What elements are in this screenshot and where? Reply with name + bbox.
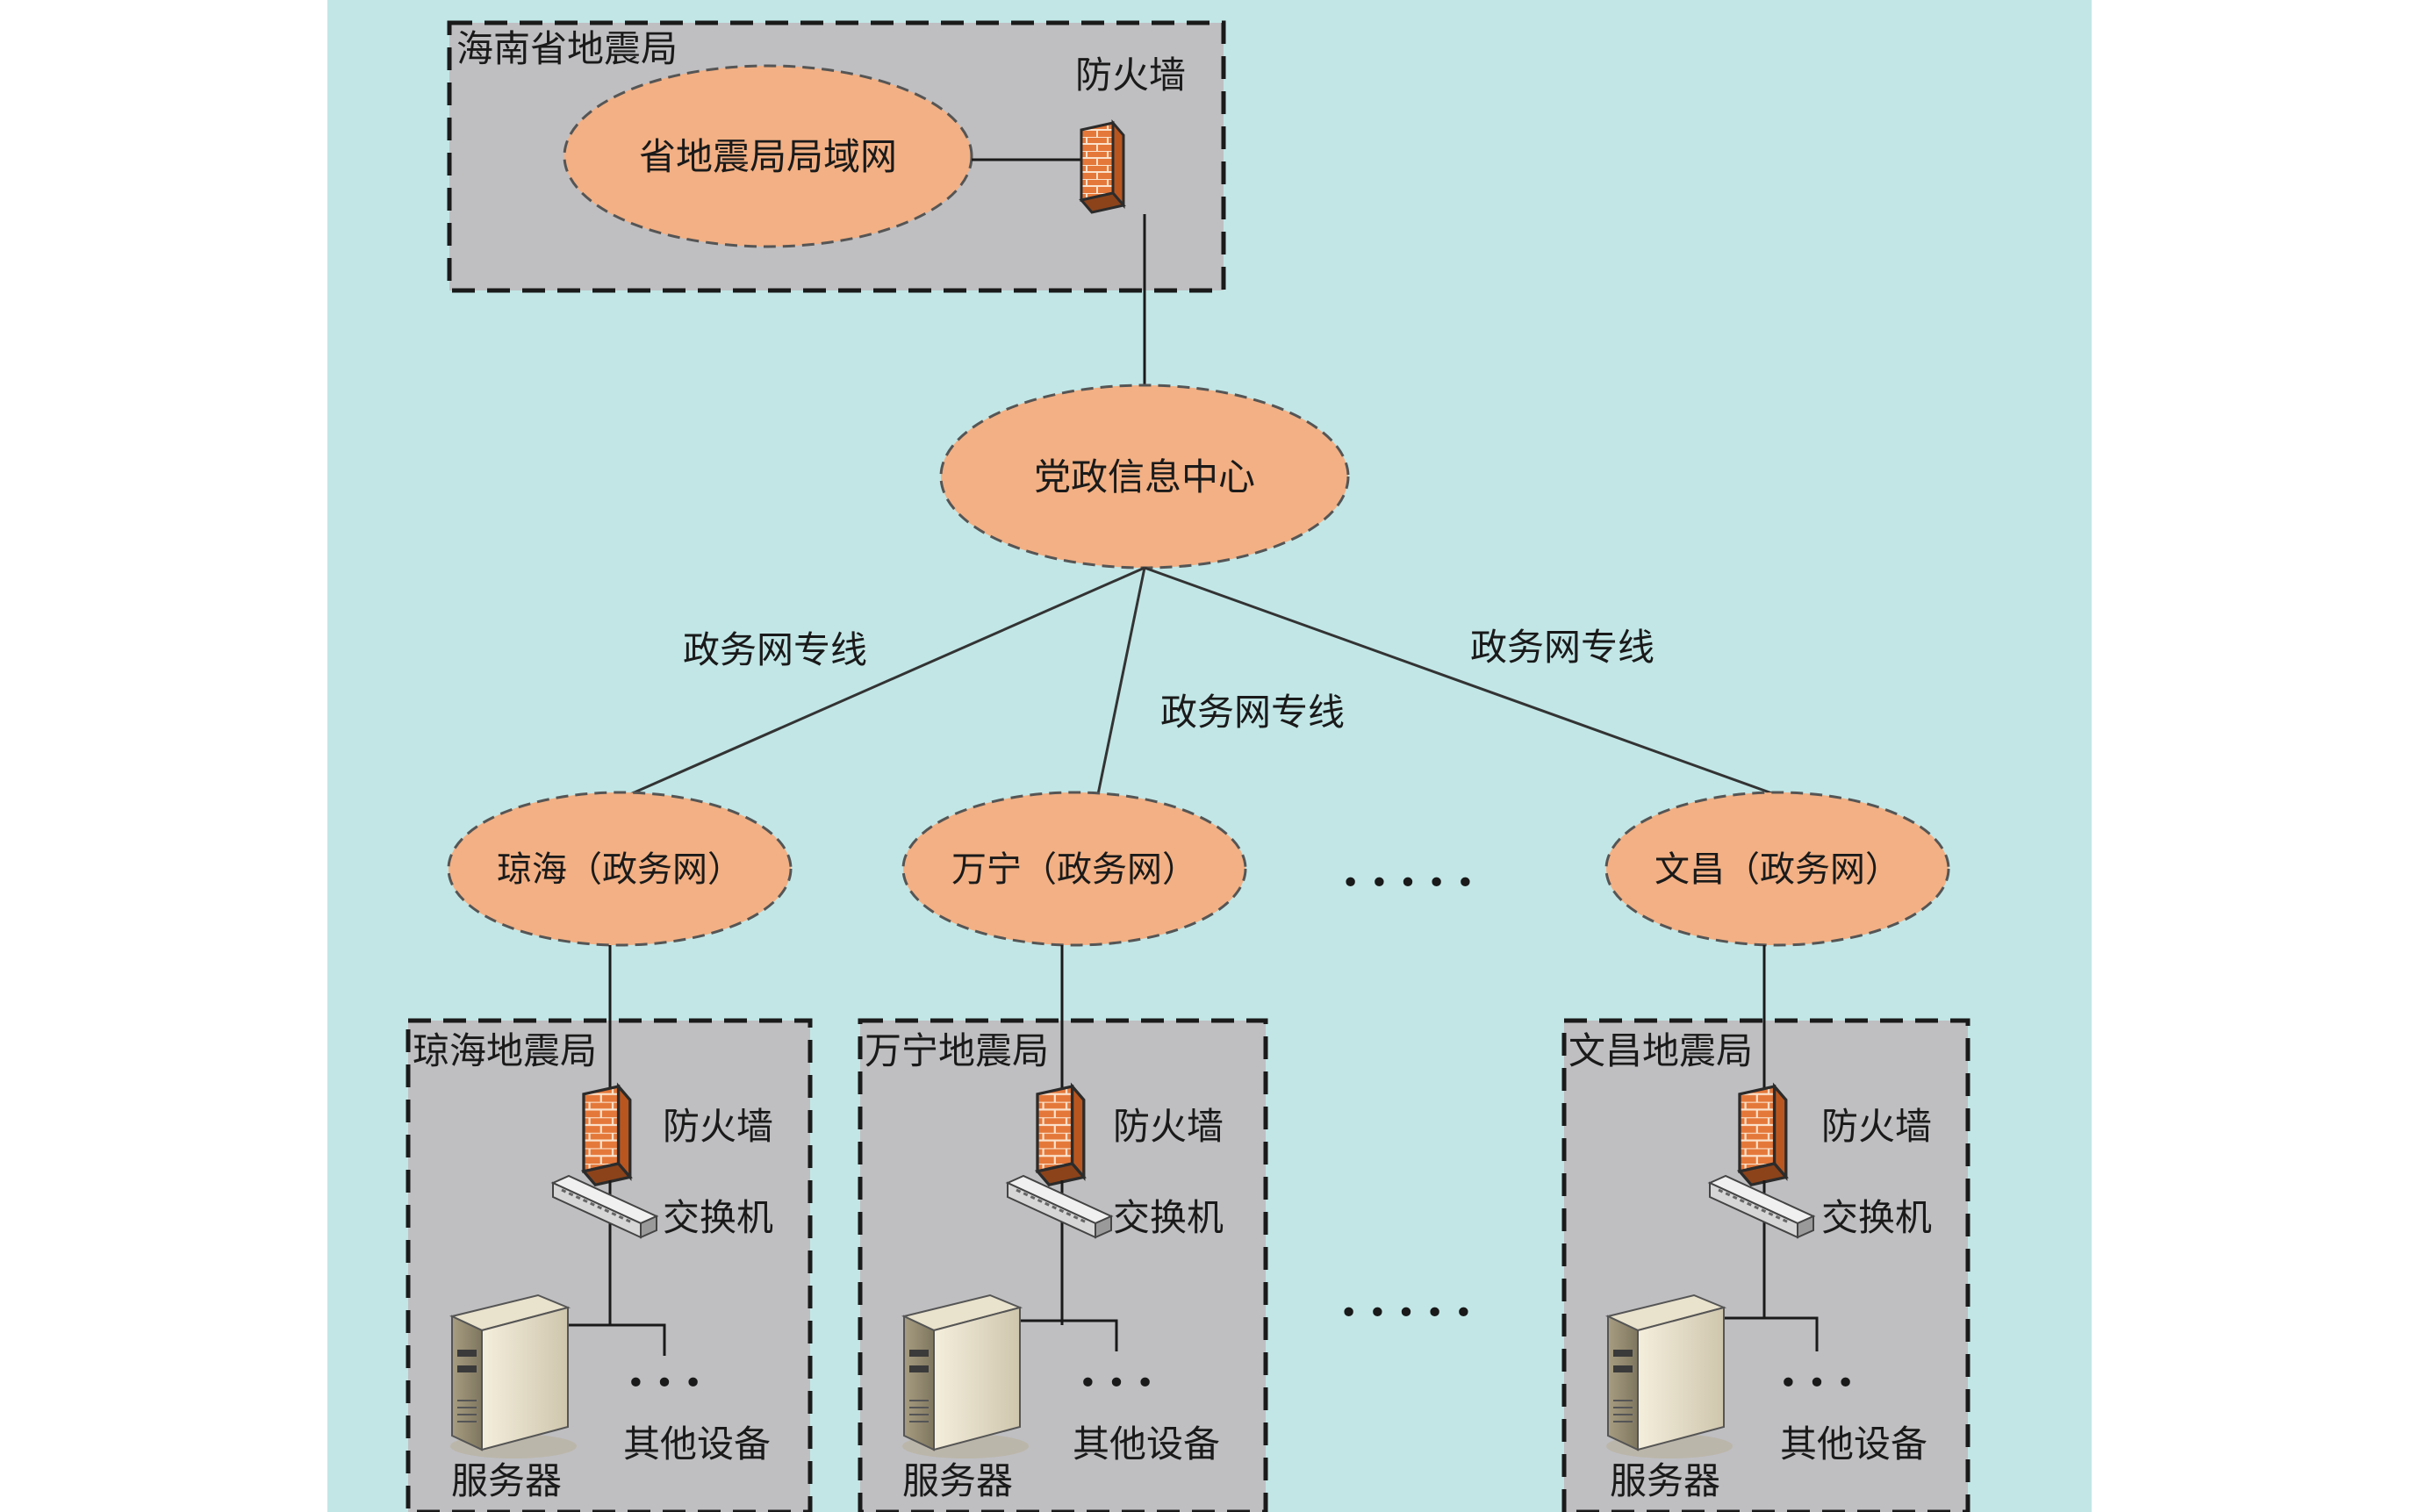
other-label: 其他设备 (1780, 1422, 1927, 1465)
branches-ellipsis: • • • • • (1339, 1295, 1473, 1331)
branch-title: 文昌地震局 (1568, 1029, 1753, 1072)
other-ellipsis: • • • (627, 1365, 703, 1401)
server-label: 服务器 (1610, 1459, 1720, 1502)
province-title: 海南省地震局 (456, 27, 678, 70)
link-wanning (1095, 567, 1146, 799)
firewall-label: 防火墙 (663, 1105, 773, 1148)
other-ellipsis: • • • (1779, 1365, 1856, 1401)
province-firewall-label: 防火墙 (1075, 54, 1186, 97)
link-wenchang (1144, 566, 1783, 799)
net-qionghai[interactable] (447, 791, 793, 947)
net-wanning[interactable] (901, 791, 1247, 947)
firewall-icon[interactable] (1036, 1085, 1086, 1186)
other-ellipsis: • • • (1079, 1365, 1155, 1401)
other-label: 其他设备 (623, 1422, 771, 1465)
firewall-label: 防火墙 (1113, 1105, 1224, 1148)
server-label: 服务器 (451, 1459, 562, 1502)
net-wenchang[interactable] (1604, 791, 1950, 947)
net-label-wanning: 万宁（政务网） (951, 849, 1197, 890)
server-label: 服务器 (902, 1459, 1013, 1502)
branch-wenchang: 文昌地震局 防火墙 交换机 • • • 其他设备 服务器 (1561, 945, 1970, 1512)
switch-label: 交换机 (1113, 1196, 1224, 1239)
link-label-middle: 政务网专线 (1160, 691, 1345, 734)
link-label-right: 政务网专线 (1470, 626, 1655, 669)
net-label-wenchang: 文昌（政务网） (1655, 849, 1900, 890)
nets-ellipsis: • • • • • (1341, 865, 1475, 901)
firewall-icon[interactable] (1080, 121, 1125, 214)
switch-label: 交换机 (663, 1196, 773, 1239)
link-label-left: 政务网专线 (683, 628, 867, 671)
net-label-qionghai: 琼海（政务网） (497, 849, 743, 890)
province-lan-ellipse[interactable] (563, 64, 973, 248)
other-label: 其他设备 (1073, 1422, 1220, 1465)
firewall-label: 防火墙 (1821, 1105, 1932, 1148)
branch-title: 琼海地震局 (413, 1029, 597, 1072)
link-qionghai (614, 566, 1145, 803)
firewall-icon[interactable] (1738, 1085, 1788, 1186)
switch-label: 交换机 (1821, 1196, 1932, 1239)
province-lan-label: 省地震局局域网 (639, 135, 897, 178)
center-label: 党政信息中心 (1034, 455, 1255, 498)
firewall-icon[interactable] (582, 1085, 632, 1186)
branch-wanning: 万宁地震局 防火墙 交换机 • • • 其他设备 服务器 (858, 945, 1268, 1512)
branch-title: 万宁地震局 (865, 1029, 1049, 1072)
branch-qionghai: 琼海地震局 防火墙 交换机 • • • 其他设备 服务器 (406, 945, 813, 1512)
